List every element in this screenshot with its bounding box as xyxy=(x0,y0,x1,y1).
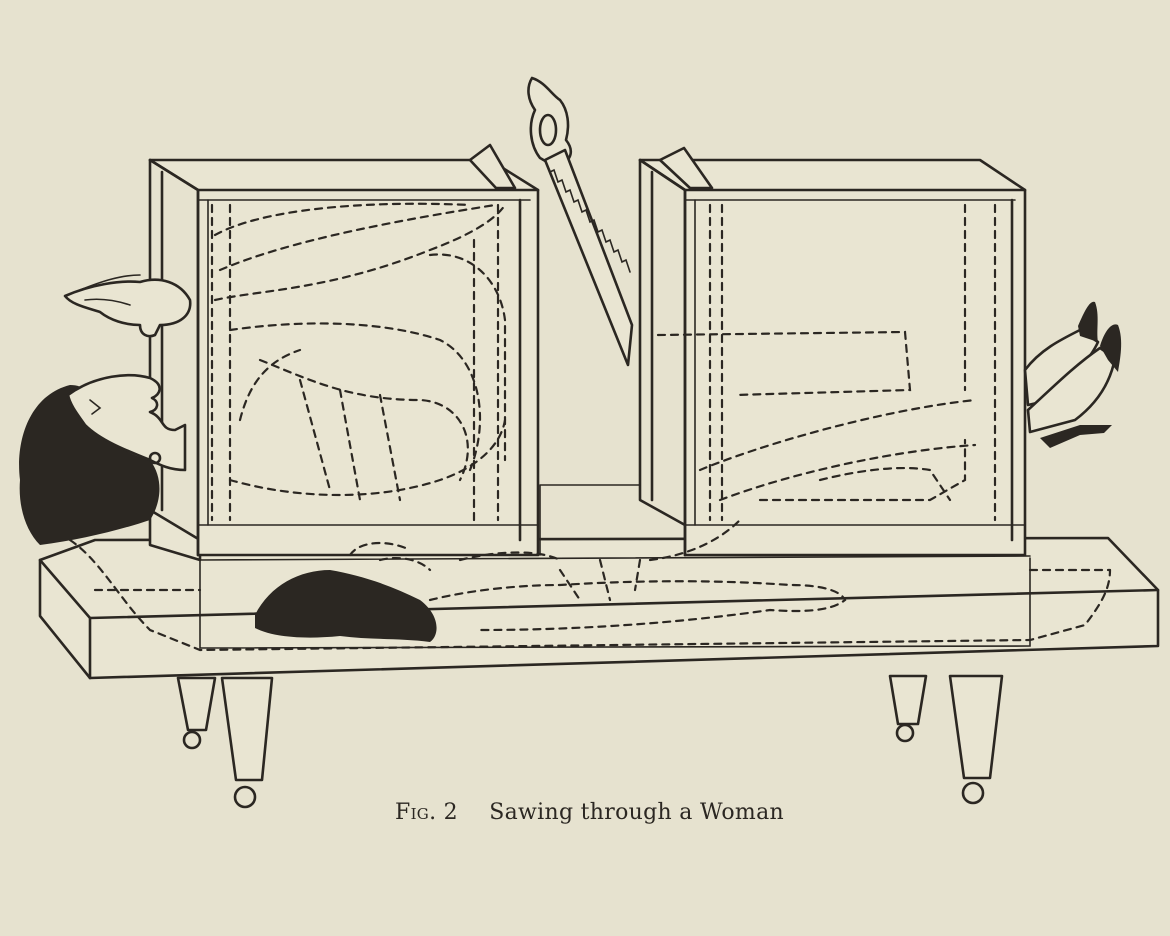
hidden-figure-top xyxy=(210,202,507,522)
figure-caption: Fig. 2 Sawing through a Woman xyxy=(395,800,815,836)
table-legs xyxy=(176,674,1004,809)
figure-label: Fig. 2 xyxy=(395,800,458,825)
base-platform xyxy=(38,536,1160,680)
hidden-figure-right xyxy=(656,203,997,522)
hidden-woman-underneath xyxy=(255,518,847,642)
head-block xyxy=(148,508,202,562)
hidden-platform-outline xyxy=(68,538,1112,652)
saw xyxy=(527,76,634,367)
woman-feet xyxy=(1023,301,1122,448)
woman-head xyxy=(19,373,187,545)
right-box xyxy=(638,146,1027,557)
left-box xyxy=(148,143,540,557)
figure-title: Sawing through a Woman xyxy=(489,800,784,825)
box-gap xyxy=(539,484,641,556)
woman-hand xyxy=(63,274,192,338)
